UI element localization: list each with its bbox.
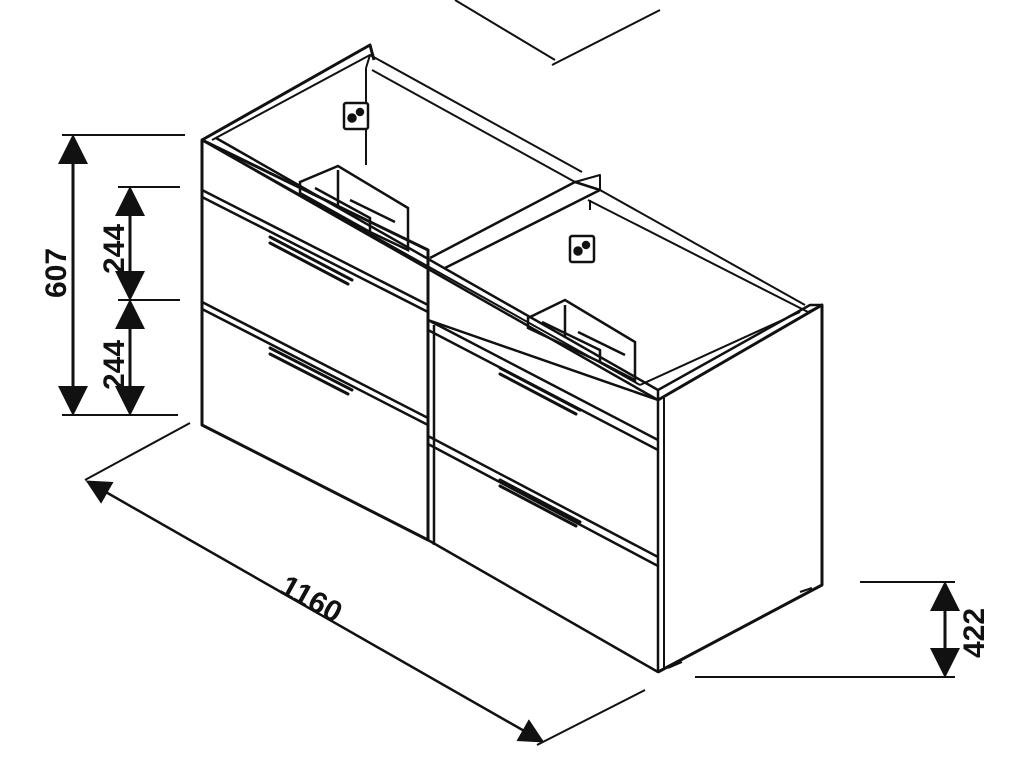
foot-front [667, 661, 683, 669]
back-rail-top [365, 54, 583, 173]
label-leg-height: 422 [958, 608, 991, 658]
label-lower-drawer-height: 244 [98, 340, 131, 390]
right-rim [657, 303, 822, 392]
cabinet-body [200, 43, 824, 674]
wall-bracket-right [568, 234, 596, 264]
width-dimension-lines [84, 422, 646, 746]
label-total-height: 607 [40, 248, 73, 298]
right-back-rail [587, 189, 823, 313]
top-back-edge [201, 43, 376, 142]
label-upper-drawer-height: 244 [98, 224, 131, 274]
handle-top-right [498, 366, 582, 416]
leg-dimension-lines [695, 581, 960, 678]
depth-dimension-line [454, 0, 661, 66]
back-rail [365, 68, 601, 190]
front-rim [201, 136, 660, 402]
wall-bracket-left [342, 101, 370, 131]
right-side-panel [657, 303, 824, 674]
drawer-split-left [201, 188, 429, 427]
top-left-rim [211, 54, 371, 141]
label-width: 1160 [275, 569, 348, 629]
siphon-cutout-left [298, 164, 410, 252]
front-seam [426, 250, 436, 545]
siphon-cutout-right [526, 298, 637, 383]
drawer-split-right [427, 318, 659, 568]
front-rim-inner [219, 149, 641, 386]
height-dimension-lines [58, 134, 185, 416]
handle-top-left [268, 235, 354, 286]
center-divider [429, 180, 602, 270]
right-rim-inner [639, 311, 801, 386]
handle-bottom-left [268, 346, 354, 396]
foot-back [799, 587, 813, 593]
